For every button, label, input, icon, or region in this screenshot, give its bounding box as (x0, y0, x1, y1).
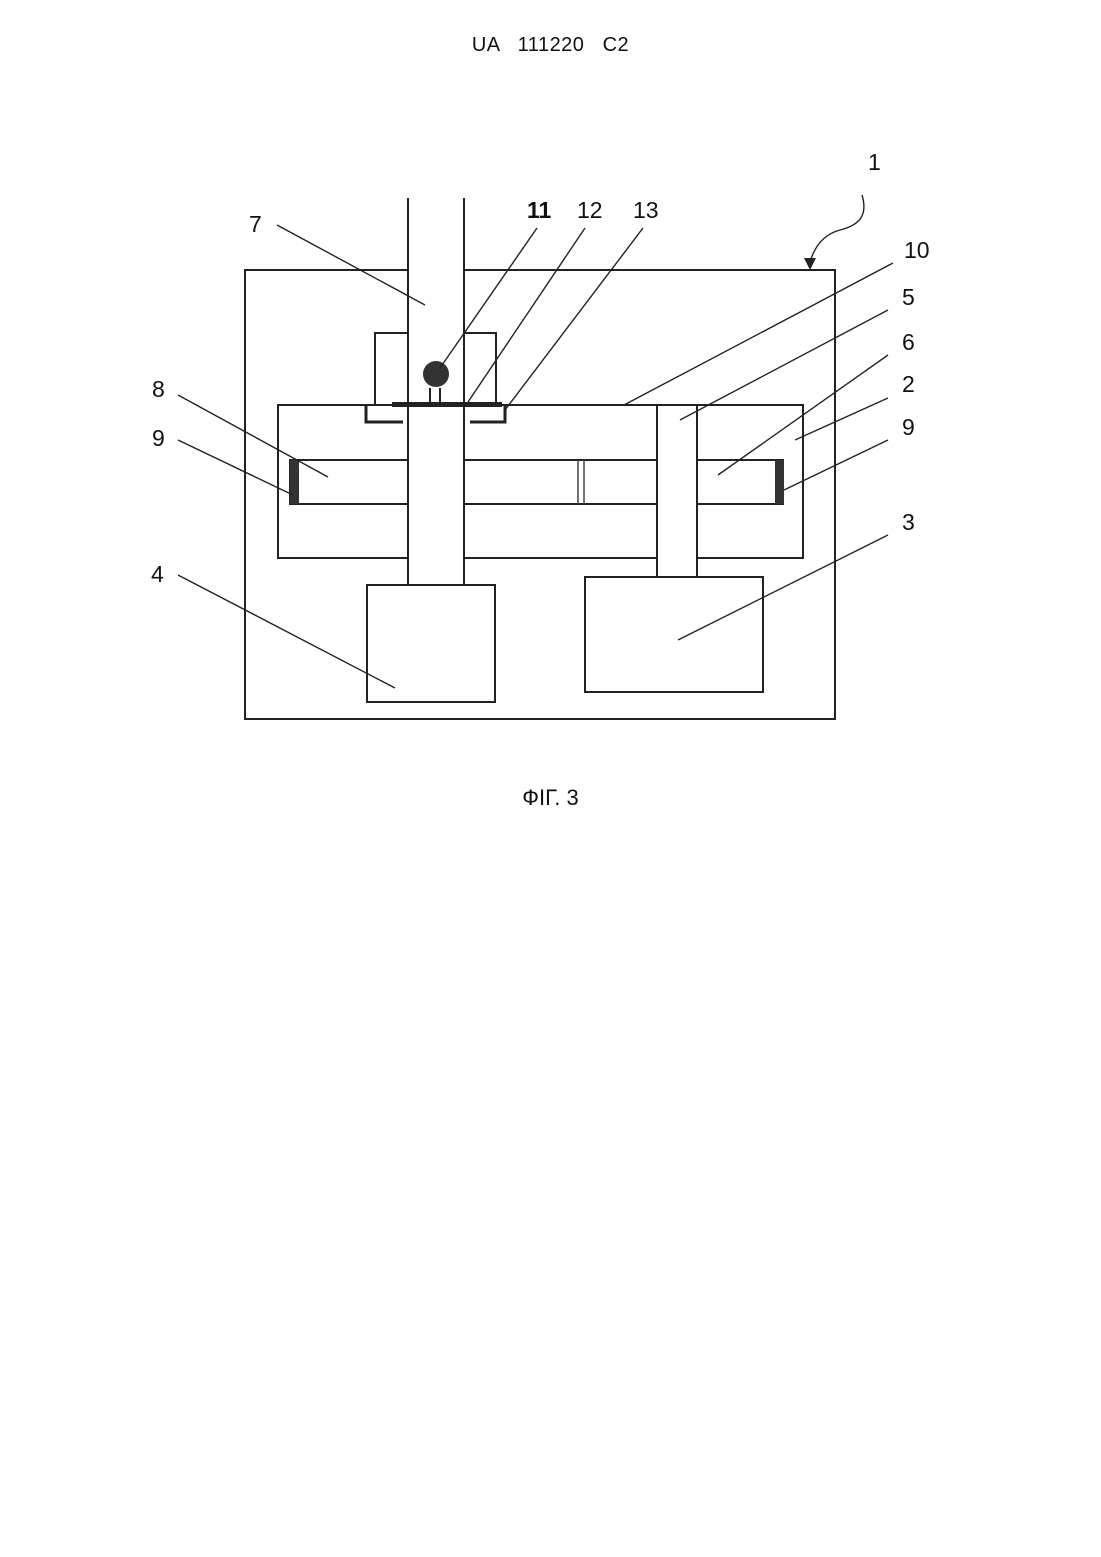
leader-4 (178, 575, 395, 688)
leader-10 (624, 263, 893, 405)
seal-right (775, 460, 784, 504)
leader-12 (468, 228, 585, 402)
leader-2 (795, 398, 888, 440)
collar-right (464, 333, 496, 405)
figure-caption: ФІГ. 3 (0, 785, 1101, 811)
leader-1-curve (810, 195, 864, 262)
collar-left (375, 333, 408, 405)
rotor-channel (290, 460, 783, 504)
arrowhead-1 (804, 258, 816, 270)
seal-left (290, 460, 299, 504)
leader-7 (277, 225, 425, 305)
drive-block-left (367, 585, 495, 702)
label-8: 8 (152, 376, 165, 402)
label-1: 1 (868, 149, 881, 175)
label-9-right: 9 (902, 414, 915, 440)
main-shaft (408, 198, 464, 588)
label-6: 6 (902, 329, 915, 355)
label-7: 7 (249, 211, 262, 237)
label-11: 11 (527, 197, 552, 223)
leader-5 (680, 310, 888, 420)
label-12: 12 (577, 197, 603, 223)
secondary-shaft (657, 405, 697, 578)
label-9-left: 9 (152, 425, 165, 451)
leader-13 (505, 228, 643, 410)
sensor-plate (392, 402, 502, 407)
label-3: 3 (902, 509, 915, 535)
label-4: 4 (151, 561, 164, 587)
label-13: 13 (633, 197, 659, 223)
indicator-ball (423, 361, 449, 387)
drive-block-right (585, 577, 763, 692)
label-2: 2 (902, 371, 915, 397)
label-10: 10 (904, 237, 930, 263)
label-5: 5 (902, 284, 915, 310)
